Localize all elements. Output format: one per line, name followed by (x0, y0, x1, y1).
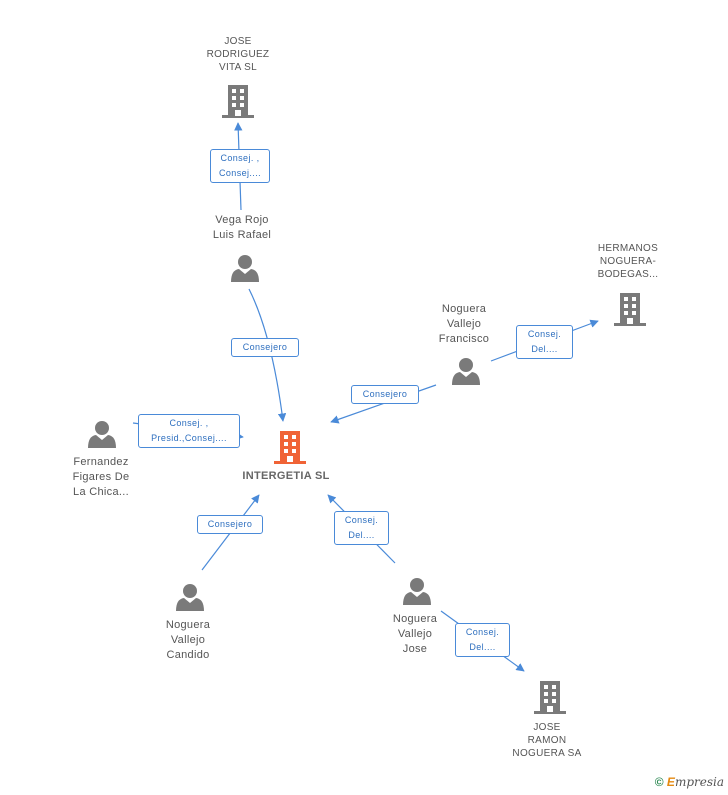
node-label-vega-rojo[interactable]: Vega Rojo Luis Rafael (212, 214, 272, 241)
building-icon[interactable] (614, 293, 646, 326)
edge-label-jose-to-jose-ramon[interactable]: Consej. Del.... (455, 623, 510, 657)
empresia-watermark: © Empresia (655, 775, 724, 789)
edge-label-francisco-to-center[interactable]: Consejero (351, 385, 419, 404)
edge-label-jose-to-center[interactable]: Consej. Del.... (334, 511, 389, 545)
brand-name: mpresia (674, 775, 724, 789)
edge-label-vega-to-center[interactable]: Consejero (231, 338, 299, 357)
copyright-icon: © (654, 775, 664, 789)
brand-initial: E (666, 775, 675, 789)
building-icon[interactable] (222, 85, 254, 118)
person-icon[interactable] (231, 255, 259, 282)
edge-label-candido-to-center[interactable]: Consejero (197, 515, 263, 534)
edge-label-vega-to-jose-rodriguez[interactable]: Consej. , Consej.... (210, 149, 270, 183)
node-label-center[interactable]: INTERGETIA SL (242, 470, 330, 482)
person-icon[interactable] (88, 421, 116, 448)
node-label-hermanos[interactable]: HERMANOS NOGUERA- BODEGAS... (597, 243, 659, 280)
center-building-icon[interactable] (274, 431, 306, 464)
node-label-noguera-francisco[interactable]: Noguera Vallejo Francisco (438, 303, 490, 345)
node-label-noguera-candido[interactable]: Noguera Vallejo Candido (165, 619, 211, 661)
person-icon[interactable] (452, 358, 480, 385)
node-label-noguera-jose[interactable]: Noguera Vallejo Jose (392, 613, 438, 655)
node-label-fernandez[interactable]: Fernandez Figares De La Chica... (72, 456, 130, 498)
person-icon[interactable] (403, 578, 431, 605)
node-label-jose-ramon[interactable]: JOSE RAMON NOGUERA SA (512, 722, 582, 759)
edge-label-francisco-to-hermanos[interactable]: Consej. Del.... (516, 325, 573, 359)
person-icon[interactable] (176, 584, 204, 611)
building-icon[interactable] (534, 681, 566, 714)
edge-label-fernandez-to-center[interactable]: Consej. , Presid.,Consej.... (138, 414, 240, 448)
node-label-jose-rodriguez[interactable]: JOSE RODRIGUEZ VITA SL (206, 36, 270, 73)
